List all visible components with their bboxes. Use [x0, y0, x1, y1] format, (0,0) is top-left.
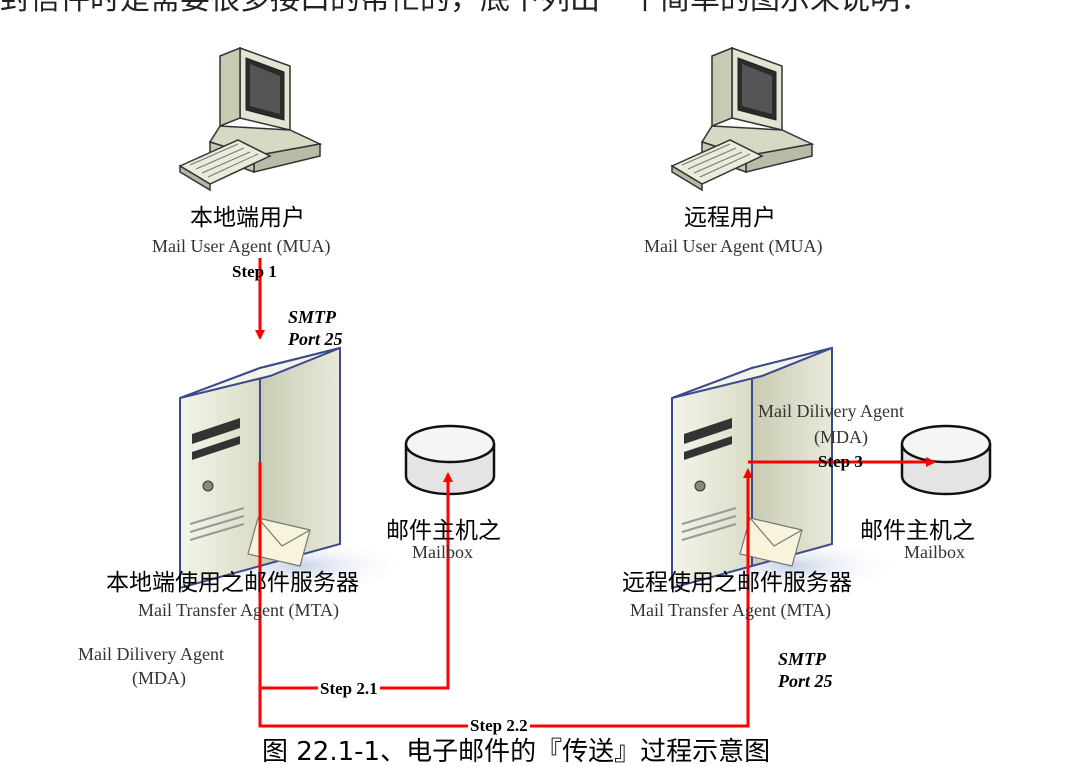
local-mailbox-icon — [404, 424, 496, 496]
smtp-bottom-port: Port 25 — [778, 671, 833, 691]
local-server-role: Mail Transfer Agent (MTA) — [138, 600, 340, 620]
local-user-name: 本地端用户 — [190, 205, 305, 231]
figure-caption: 图 22.1-1、电子邮件的『传送』过程示意图 — [262, 737, 771, 767]
remote-server-name: 远程使用之邮件服务器 — [622, 570, 852, 596]
remote-mailbox-icon — [900, 424, 992, 496]
remote-mda-line1: Mail Dilivery Agent — [758, 401, 904, 421]
local-mailbox-name: 邮件主机之 — [386, 518, 501, 544]
step22-label: Step 2.2 — [468, 716, 530, 735]
remote-mda-line2: (MDA) — [814, 427, 868, 447]
remote-user-name: 远程用户 — [684, 205, 776, 231]
remote-mailbox-label: Mailbox — [904, 542, 965, 562]
smtp-top: SMTP Port 25 — [288, 306, 343, 350]
remote-server-role: Mail Transfer Agent (MTA) — [630, 600, 832, 620]
smtp-bottom-name: SMTP — [778, 649, 827, 669]
local-server-name: 本地端使用之邮件服务器 — [106, 570, 359, 596]
smtp-bottom: SMTP Port 25 — [778, 648, 833, 692]
step21-label: Step 2.1 — [318, 679, 380, 698]
remote-server-icon — [671, 346, 902, 594]
smtp-top-port: Port 25 — [288, 329, 343, 349]
local-server-icon — [179, 346, 410, 594]
local-mailbox-label: Mailbox — [412, 542, 473, 562]
local-computer-icon — [178, 46, 323, 192]
step1-label: Step 1 — [232, 262, 277, 281]
local-mda-line2: (MDA) — [132, 668, 186, 688]
remote-mailbox-name: 邮件主机之 — [860, 518, 975, 544]
local-user-role: Mail User Agent (MUA) — [152, 236, 331, 256]
step3-label: Step 3 — [818, 452, 863, 471]
local-mda-line1: Mail Dilivery Agent — [78, 644, 224, 664]
remote-user-role: Mail User Agent (MUA) — [644, 236, 823, 256]
remote-computer-icon — [670, 46, 815, 192]
header-text: 封信件时是需要很多接口的帮忙的，底下列出一个简单的图示来说明： — [0, 0, 930, 16]
smtp-top-name: SMTP — [288, 307, 337, 327]
